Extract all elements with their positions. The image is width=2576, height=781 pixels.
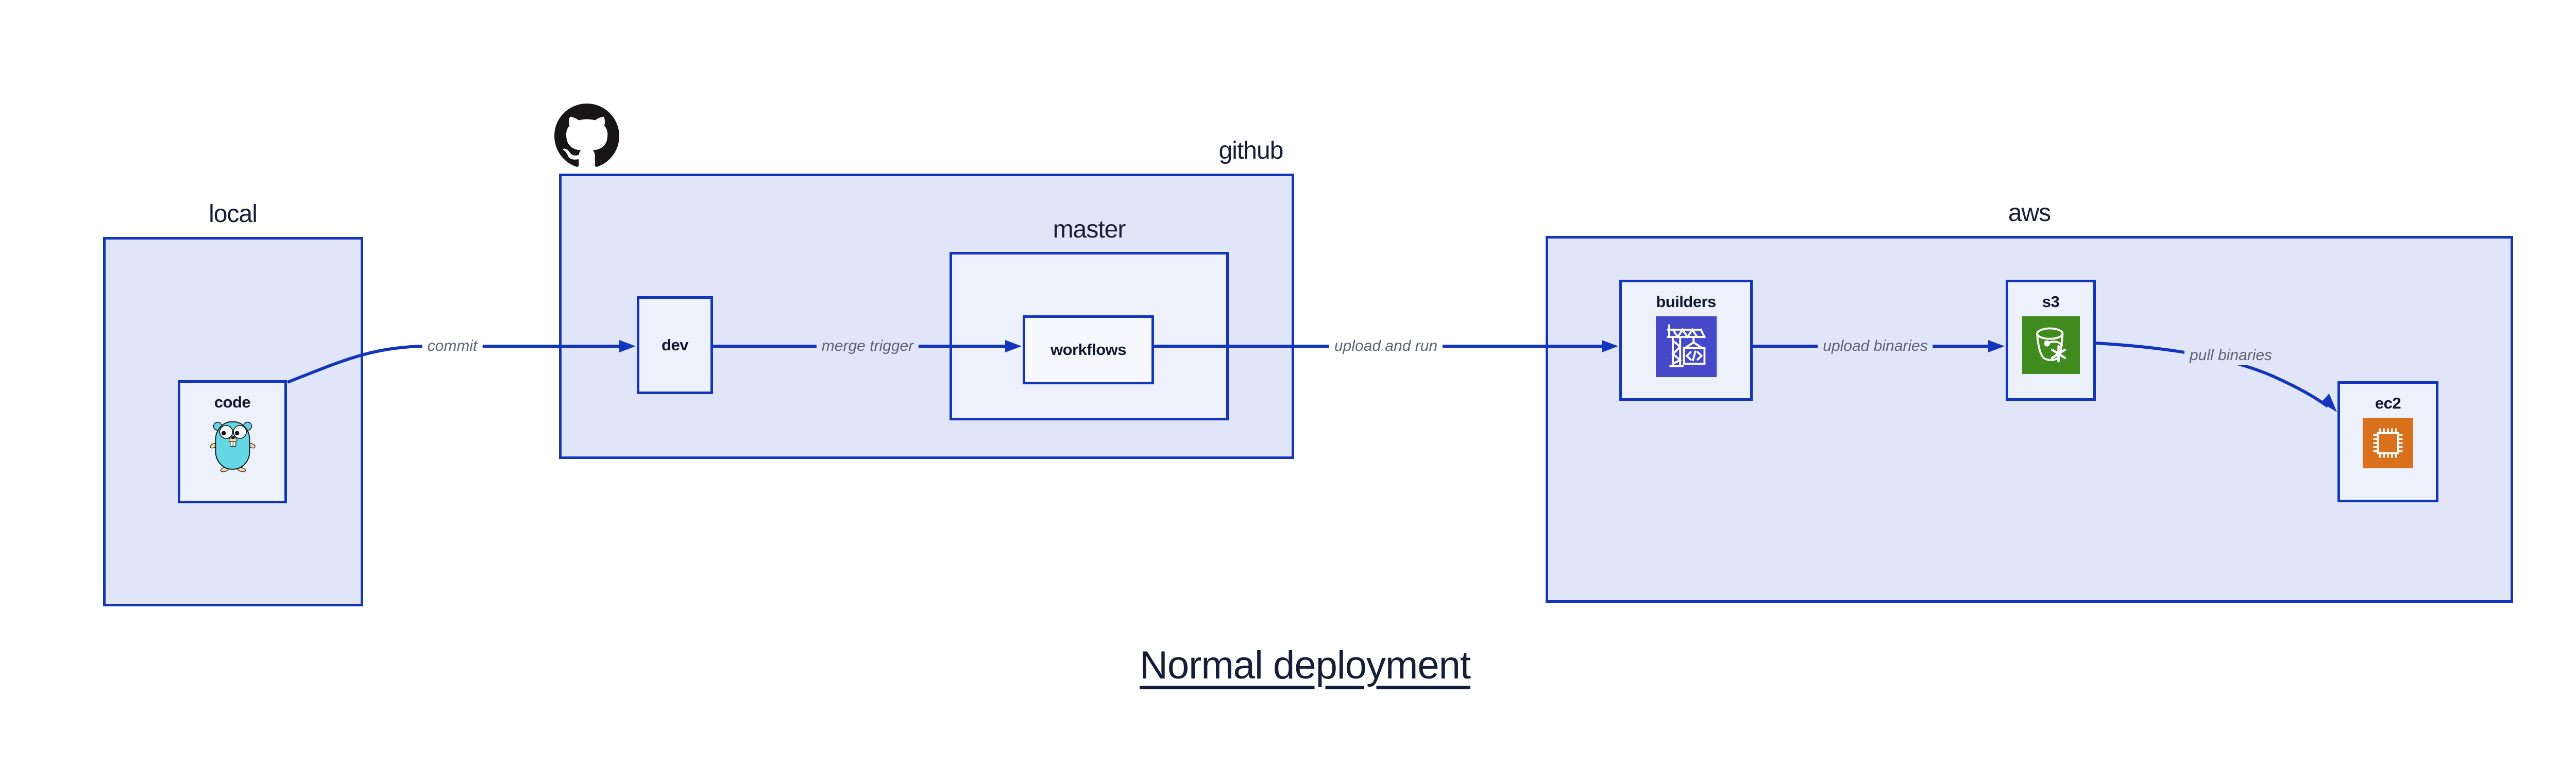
edge-label-merge-trigger: merge trigger <box>816 336 919 356</box>
node-s3: s3 <box>2006 280 2096 401</box>
aws-ec2-chip-icon <box>2363 418 2413 468</box>
edge-label-upload-binaries: upload binaries <box>1818 336 1933 356</box>
group-title-aws: aws <box>2008 199 2051 227</box>
node-code: code <box>178 380 287 503</box>
group-title-github: github <box>1218 137 1284 164</box>
edge-label-pull-binaries: pull binaries <box>2184 346 2278 365</box>
node-builders: builders <box>1619 280 1753 401</box>
group-title-local: local <box>209 200 258 228</box>
node-workflows-label: workflows <box>1050 341 1127 359</box>
aws-codebuild-crane-icon <box>1655 316 1717 377</box>
node-builders-label: builders <box>1656 293 1716 311</box>
node-dev-label: dev <box>662 336 688 354</box>
node-workflows: workflows <box>1023 315 1154 384</box>
github-logo-icon <box>554 104 619 168</box>
edge-label-commit: commit <box>422 336 483 356</box>
group-title-master: master <box>1053 216 1126 243</box>
node-ec2-label: ec2 <box>2375 394 2401 412</box>
go-gopher-icon <box>209 421 256 472</box>
node-ec2: ec2 <box>2337 381 2438 502</box>
edge-label-upload-and-run: upload and run <box>1329 336 1443 356</box>
diagram-title: Normal deployment <box>1140 643 1471 687</box>
node-s3-label: s3 <box>2042 293 2060 311</box>
node-dev: dev <box>637 296 713 394</box>
aws-s3-glacier-bucket-icon <box>2022 316 2080 374</box>
node-code-label: code <box>214 393 251 411</box>
